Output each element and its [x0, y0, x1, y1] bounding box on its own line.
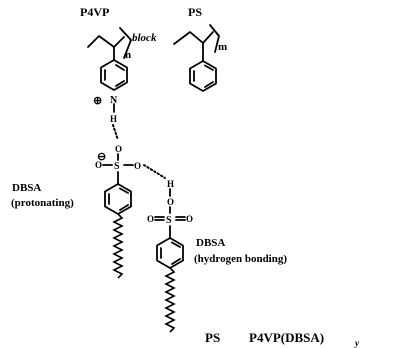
pyridinium-hydrogen: H: [110, 114, 117, 124]
n-subscript: n: [125, 49, 131, 61]
sulfonate-sulfur: S: [114, 161, 120, 172]
ps-bracket: [209, 24, 220, 53]
m-subscript: m: [218, 41, 227, 53]
p4vp-bracket: [119, 27, 132, 59]
p4vp-label: P4VP: [80, 5, 109, 19]
pyridine-ring: [100, 59, 128, 91]
pyridinium-nitrogen: N: [110, 95, 118, 106]
block-label: block: [132, 32, 157, 44]
acid-o-top: O: [167, 197, 174, 207]
dbsa-ring-1-double-bonds: [108, 187, 129, 211]
sulfonate-o-left: O: [95, 160, 102, 170]
p4vp-backbone: [87, 35, 125, 48]
alkyl-chain-1: [112, 213, 124, 279]
acid-so-left-double: [154, 216, 165, 221]
hydrogen-bond-1: [112, 124, 119, 141]
acid-o-left: O: [147, 214, 154, 224]
acid-sulfur: S: [166, 215, 172, 226]
sulfonate-o-top: O: [115, 144, 122, 154]
phenyl-ring: [189, 60, 217, 92]
dbsa-ring-2-double-bonds: [160, 241, 181, 265]
acid-hydrogen: H: [167, 179, 174, 189]
positive-charge-icon: ⊕: [93, 95, 102, 107]
sulfonate-o-right: O: [134, 161, 141, 171]
dbsa-protonating-name: DBSA: [12, 182, 41, 194]
pyridine-double-bonds: [104, 64, 125, 87]
ps-backbone: [173, 31, 214, 45]
ps-label: PS: [188, 5, 202, 19]
dbsa-hbond-name: DBSA: [196, 237, 225, 249]
acid-so-right-double: [175, 216, 186, 221]
sulfonate-minus-icon: ⊖: [97, 151, 106, 163]
formula-subscript: y: [354, 338, 360, 348]
acid-o-right: O: [186, 214, 193, 224]
formula-ps: PS: [205, 330, 220, 345]
hydrogen-bond-2: [143, 164, 166, 179]
dbsa-hbond-role: (hydrogen bonding): [194, 253, 287, 265]
dbsa-protonating-role: (protonating): [11, 197, 74, 209]
alkyl-chain-2: [164, 267, 176, 333]
formula-p4vp: P4VP(DBSA): [249, 330, 324, 345]
phenyl-double-bonds: [193, 64, 214, 88]
